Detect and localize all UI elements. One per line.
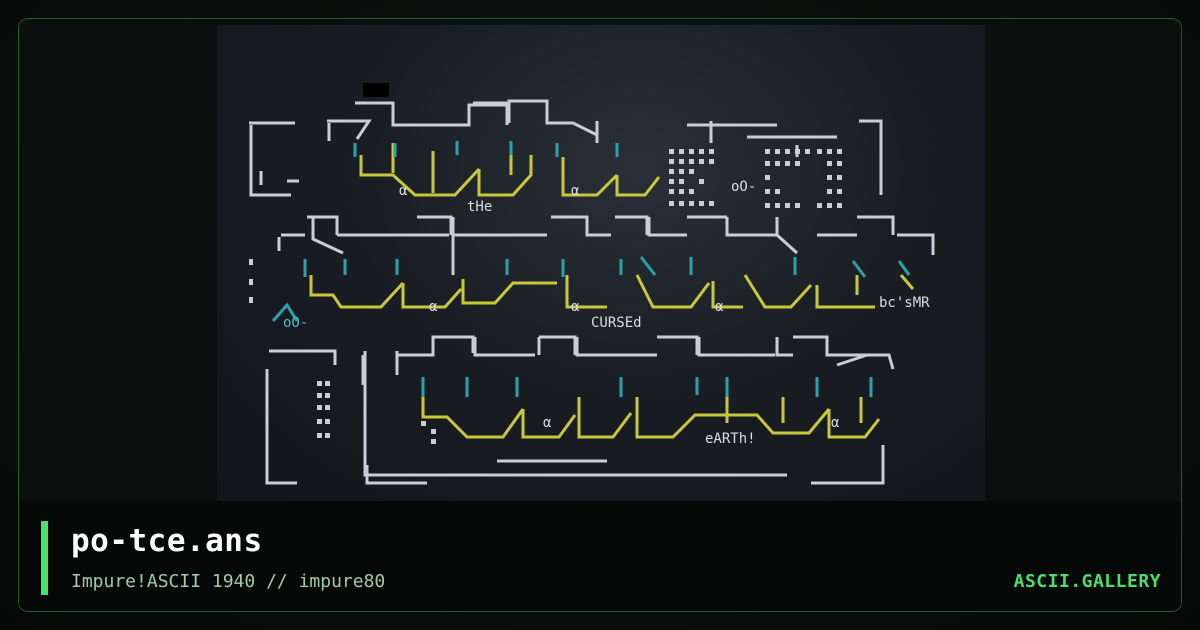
ansi-artwork-svg: α α tHe oO- α α α CURSEd bc'sMR oO- α α …: [249, 83, 935, 485]
alpha-glyph-2: α: [571, 183, 580, 199]
alpha-glyph-7: α: [831, 415, 840, 431]
alpha-glyph-4: α: [571, 299, 580, 315]
alpha-glyph-3: α: [429, 299, 438, 315]
file-subtitle: Impure!ASCII 1940 // impure80: [71, 571, 386, 592]
brand-label: ASCII.GALLERY: [1013, 571, 1161, 592]
art-credit: bc'sMR: [879, 295, 930, 311]
art-face-2: oO-: [283, 315, 308, 331]
art-text-earth: eARTh!: [705, 431, 756, 447]
file-title: po-tce.ans: [71, 523, 263, 559]
art-text-cursed: CURSEd: [591, 315, 642, 331]
outline-strokes: [249, 83, 935, 485]
accent-bar: [41, 521, 48, 595]
cyan-accents: [271, 141, 911, 397]
caption-bar: po-tce.ans Impure!ASCII 1940 // impure80…: [19, 501, 1181, 611]
ansi-artwork: α α tHe oO- α α α CURSEd bc'sMR oO- α α …: [217, 25, 985, 501]
alpha-glyph-1: α: [399, 183, 408, 199]
card-frame: α α tHe oO- α α α CURSEd bc'sMR oO- α α …: [18, 18, 1182, 612]
alpha-glyph-5: α: [715, 299, 724, 315]
alpha-glyph-6: α: [543, 415, 552, 431]
dot-grids: [249, 149, 842, 444]
art-face-1: oO-: [731, 179, 756, 195]
yellow-letterforms: [309, 143, 915, 439]
art-text-the: tHe: [467, 199, 492, 215]
